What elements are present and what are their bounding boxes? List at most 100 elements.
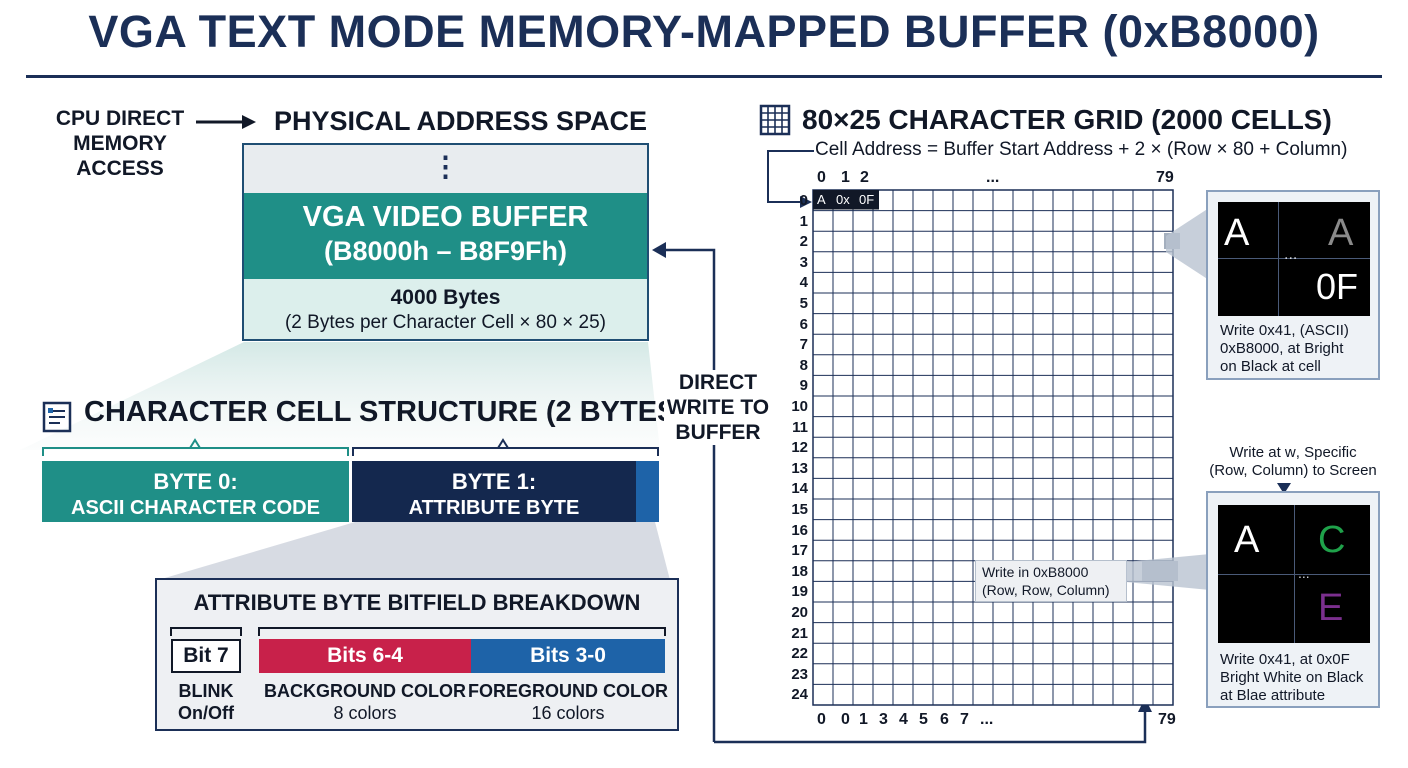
row-label: 10	[791, 398, 808, 415]
row-label: 12	[791, 439, 808, 457]
vga-buffer-title: VGA VIDEO BUFFER	[302, 201, 589, 233]
callout-line: (Row, Row, Column)	[982, 582, 1110, 598]
caption-line: Write 0x41, (ASCII)	[1220, 322, 1349, 339]
cell-structure-title: CHARACTER CELL STRUCTURE (2 BYTES)	[84, 396, 687, 428]
row-label: 24	[791, 686, 808, 704]
write-callout: Write in 0xB8000 (Row, Row, Column)	[975, 560, 1127, 602]
divider	[1218, 258, 1370, 259]
row-label: 8	[799, 356, 808, 374]
divider	[1278, 202, 1279, 316]
down-arrow-icon	[1277, 483, 1291, 494]
inspector2-label: Write at ᴡ, Specific (Row, Column) to Sc…	[1208, 444, 1378, 480]
byte1-block: BYTE 1: ATTRIBUTE BYTE	[352, 461, 636, 522]
direct-write-label: DIRECT WRITE TO BUFFER	[664, 370, 772, 445]
row-label: 13	[791, 459, 808, 477]
row-label: 1	[799, 212, 808, 230]
bits30-desc: 16 colors	[531, 703, 605, 723]
byte1-label: BYTE 1:	[451, 469, 537, 494]
caption-line: Bright White on Black	[1220, 669, 1364, 686]
bottom-col-label: 0	[841, 711, 850, 728]
bottom-col-label: ...	[980, 711, 994, 728]
bits64-name: BACKGROUND COLOR	[264, 681, 466, 701]
caption-line: Write 0x41, at 0x0F	[1220, 651, 1350, 668]
row-label: 22	[791, 645, 808, 663]
buffer-size-block: 4000 Bytes (2 Bytes per Character Cell ×…	[244, 279, 647, 339]
byte0-desc: ASCII CHARACTER CODE	[71, 497, 320, 519]
inspector1-screen: A A ... 0F	[1218, 202, 1370, 316]
divider	[1294, 505, 1295, 643]
attribute-zoom-wedge	[158, 522, 670, 580]
direct-write-line: WRITE TO	[666, 396, 770, 419]
grid-icon	[759, 104, 791, 136]
col-label: 79	[1156, 169, 1174, 186]
cell-0-char	[813, 190, 831, 210]
row-label: 16	[791, 521, 808, 539]
cell-0-text: A	[817, 192, 826, 207]
bottom-col-label: 79	[1158, 711, 1176, 728]
bit7-label: BLINK On/Off	[161, 680, 251, 724]
bottom-col-label: 6	[940, 711, 949, 728]
label-line: Write at ᴡ, Specific	[1229, 444, 1357, 461]
cpu-label-line: MEMORY	[73, 132, 167, 155]
cell-address-formula: Cell Address = Buffer Start Address + 2 …	[815, 139, 1348, 160]
inspector1-attr: 0F	[1316, 266, 1359, 307]
cell-2-text: 0F	[859, 192, 875, 207]
zoom-wedge	[20, 342, 660, 450]
ellipsis-icon: ⋮	[431, 151, 460, 182]
character-grid	[812, 189, 1180, 706]
row-label: 7	[799, 336, 808, 354]
row-label: 17	[791, 542, 808, 560]
cpu-label-line: ACCESS	[76, 157, 164, 180]
row-label: 6	[799, 315, 808, 333]
byte0-label: BYTE 0:	[153, 469, 238, 494]
bits30-name: FOREGROUND COLOR	[468, 681, 668, 701]
document-icon	[42, 401, 72, 433]
inspector2-char-c: C	[1318, 519, 1346, 561]
title-divider	[26, 75, 1382, 78]
bit7-box: Bit 7	[171, 639, 241, 673]
right-arrow-icon	[196, 115, 256, 129]
inspector2-connector	[1126, 554, 1210, 590]
direct-write-line: DIRECT	[678, 371, 758, 394]
attribute-bitfield-panel: ATTRIBUTE BYTE BITFIELD BREAKDOWN Bit 7 …	[155, 578, 679, 731]
inspector1-char-dim: A	[1328, 212, 1354, 254]
row-label: 19	[791, 583, 808, 601]
caption-line: on Black at cell	[1220, 358, 1321, 375]
attribute-panel-title: ATTRIBUTE BYTE BITFIELD BREAKDOWN	[193, 590, 641, 615]
bit7-desc: On/Off	[178, 703, 234, 723]
bottom-col-label: 1	[859, 711, 868, 728]
cpu-label-line: CPU DIRECT	[55, 107, 185, 130]
caption-line: at Blae attribute	[1220, 687, 1326, 704]
cell-0-attr-prefix	[831, 190, 855, 210]
inspector2-ellipsis: ...	[1298, 565, 1310, 581]
row-label: 4	[799, 274, 808, 292]
row-label: 21	[791, 624, 808, 642]
row-label: 0	[799, 192, 808, 209]
col-label: ...	[986, 169, 1000, 186]
bottom-col-label: 3	[879, 711, 888, 728]
bit7-name: BLINK	[178, 681, 234, 701]
byte1-accent	[636, 461, 659, 522]
bottom-col-label: 4	[899, 711, 908, 728]
inspector2-char-a: A	[1234, 519, 1260, 561]
bits30-label: FOREGROUND COLOR 16 colors	[465, 680, 671, 724]
col-label: 1	[841, 169, 850, 186]
byte-brackets	[42, 438, 659, 456]
row-label: 3	[799, 253, 808, 271]
caption-line: 0xB8000, at Bright	[1220, 340, 1344, 357]
formula-pointer-arrow	[767, 150, 814, 208]
cpu-direct-access-label: CPU DIRECT MEMORY ACCESS	[50, 106, 190, 181]
col-label: 0	[817, 169, 826, 186]
direct-write-connector	[652, 242, 1152, 744]
callout-line: Write in 0xB8000	[982, 564, 1089, 580]
inspector-panel-1: A A ... 0F Write 0x41, (ASCII) 0xB8000, …	[1206, 190, 1380, 380]
row-label: 9	[799, 377, 808, 395]
row-label: 2	[799, 233, 808, 251]
direct-write-line: BUFFER	[675, 421, 761, 444]
cell-0-attr	[855, 190, 879, 210]
inspector2-caption: Write 0x41, at 0x0F Bright White on Blac…	[1220, 651, 1380, 705]
inspector1-ellipsis: ...	[1284, 246, 1298, 263]
row-label: 5	[799, 295, 808, 312]
label-line: (Row, Column) to Screen	[1209, 462, 1377, 479]
vga-buffer-range: (B8000h – B8F9Fh)	[323, 236, 568, 266]
